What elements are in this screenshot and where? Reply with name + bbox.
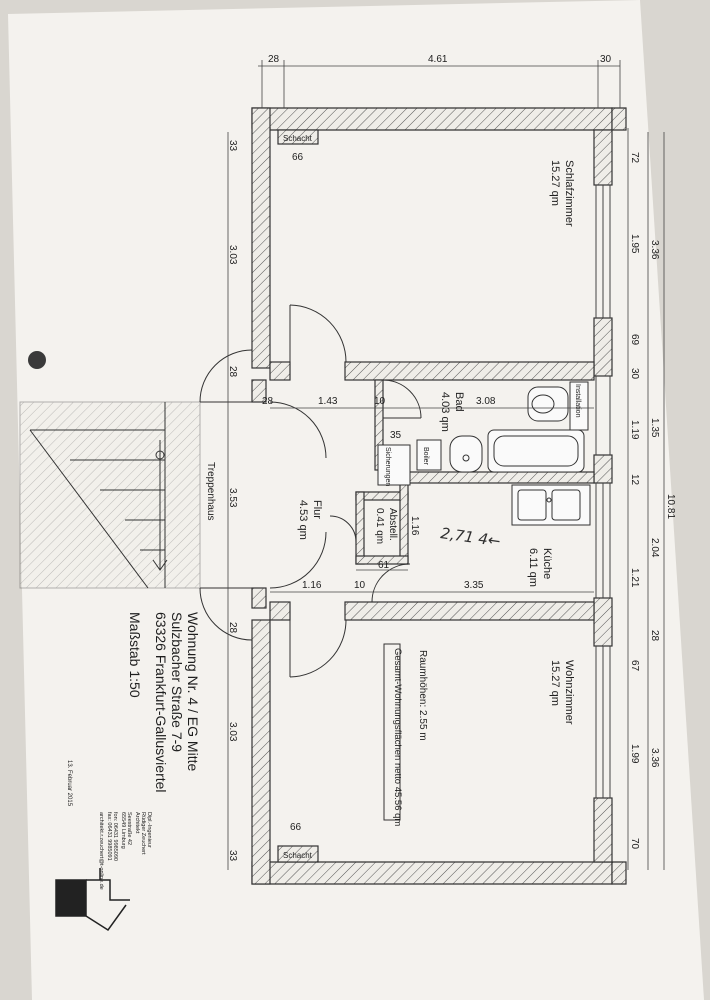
dim-left-28a: 28 — [227, 366, 238, 378]
room-schlafzimmer-area: 15.27 qm — [549, 160, 561, 206]
total-area-box — [383, 643, 401, 821]
room-wohnzimmer-area: 15.27 qm — [549, 660, 561, 706]
architect-line: Dipl.-Ingenieur — [146, 812, 152, 848]
room-abstell-name: Abstell. — [387, 508, 398, 541]
dim-116h: 1.16 — [302, 580, 322, 591]
dim-m-121: 1.21 — [629, 568, 640, 588]
architect-line: architekt.r.zeuchert@t-online.de — [98, 812, 104, 890]
architect-line: Seestraße 42 — [126, 812, 132, 845]
room-height-text: Raumhöhen: 2.55 m — [417, 650, 428, 741]
dim-r-30: 30 — [629, 368, 640, 380]
architect-line: Architekt — [134, 812, 140, 834]
architect-stamp: Dipl.-Ingenieur Rüdiger Zeuchert Archite… — [98, 812, 152, 890]
walls — [251, 107, 627, 885]
dim-left-303b: 3.03 — [227, 722, 238, 742]
room-schlafzimmer-name: Schlafzimmer — [563, 160, 575, 227]
room-bad-name: Bad — [453, 392, 465, 412]
architect-line: fon: 06431 9985090 — [112, 812, 118, 861]
dim-66a: 66 — [292, 152, 304, 163]
dim-r-72: 72 — [629, 152, 640, 164]
right-inner-dimensions: 72 1.95 69 30 1.19 12 2.04 28 67 1.99 70 — [629, 152, 660, 850]
dim-61: 61 — [378, 560, 390, 571]
doors — [199, 304, 422, 678]
left-dimensions: 33 3.03 28 3.53 28 3.03 33 — [227, 140, 238, 862]
schacht-top-label: Schacht — [283, 134, 313, 143]
title-line-2: Sulzbacher Straße 7-9 — [169, 612, 185, 752]
dim-m-336b: 3.36 — [649, 748, 660, 768]
architect-line: 65549 Limburg — [120, 812, 126, 849]
dim-r-195: 1.95 — [629, 234, 640, 254]
dim-r-28: 28 — [649, 630, 660, 642]
dim-total-1081: 10.81 — [665, 494, 676, 519]
total-area-text: Gesamt-Wohnungsflächen netto 45.56 qm — [392, 648, 403, 826]
punch-hole — [28, 351, 46, 369]
dim-m-336a: 3.36 — [649, 240, 660, 260]
dim-r-12: 12 — [629, 474, 640, 486]
right-mid-dimensions: 3.36 1.35 1.21 3.36 10.81 — [629, 240, 676, 768]
room-labels: Schlafzimmer 15.27 qm Bad 4.03 qm Küche … — [205, 160, 575, 725]
dim-top-30: 30 — [600, 54, 612, 65]
dim-66b: 66 — [290, 822, 302, 833]
room-flur-area: 4.53 qm — [297, 500, 309, 540]
dim-r-199: 1.99 — [629, 744, 640, 764]
schacht-bottom-label: Schacht — [283, 851, 313, 860]
room-treppenhaus-name: Treppenhaus — [205, 462, 216, 521]
windows — [595, 185, 611, 798]
architect-line: Rüdiger Zeuchert — [140, 812, 146, 855]
dim-r-69: 69 — [629, 334, 640, 346]
room-kueche-area: 6.11 qm — [527, 548, 539, 587]
title-block: Wohnung Nr. 4 / EG Mitte Sulzbacher Stra… — [66, 612, 201, 807]
dim-r-204: 2.04 — [649, 538, 660, 558]
dim-308: 3.08 — [476, 396, 496, 407]
architect-logo — [55, 868, 130, 932]
staircase — [19, 401, 201, 589]
dim-10b: 10 — [354, 580, 366, 591]
dim-left-28b: 28 — [227, 622, 238, 634]
dim-r-70: 70 — [629, 838, 640, 850]
room-wohnzimmer-name: Wohnzimmer — [563, 660, 575, 725]
room-flur-name: Flur — [311, 500, 323, 519]
installation-box — [569, 381, 589, 431]
architect-line: fax: 06431 9985091 — [106, 812, 112, 861]
dim-r-119: 1.19 — [629, 420, 640, 440]
dim-top-28: 28 — [268, 54, 280, 65]
fixture-labels: Schacht Schacht Installation Boiler Sich… — [283, 134, 581, 860]
dim-left-353: 3.53 — [227, 488, 238, 508]
dim-143: 1.43 — [318, 396, 338, 407]
title-line-3: 63326 Frankfurt-Gallusviertel — [153, 612, 169, 793]
dim-335: 3.35 — [464, 580, 484, 591]
room-kueche-name: Küche — [541, 548, 553, 579]
scale-label: Maßstab 1:50 — [127, 612, 143, 698]
interior-dimensions: 28 1.43 10 3.08 35 1.16 61 1.16 10 3.35 … — [262, 152, 496, 833]
installation-label: Installation — [574, 384, 581, 418]
dim-28-corr: 28 — [262, 396, 274, 407]
boiler-label: Boiler — [422, 447, 429, 466]
room-bad-area: 4.03 qm — [439, 392, 451, 432]
dim-left-33b: 33 — [227, 850, 238, 862]
date-label: 13. Februar 2015 — [66, 760, 72, 807]
dim-top-461: 4.61 — [428, 54, 448, 65]
bathroom-fixtures — [377, 381, 589, 486]
dim-116v: 1.16 — [409, 516, 420, 536]
dim-left-33: 33 — [227, 140, 238, 152]
room-abstell-area: 0.41 qm — [374, 508, 385, 544]
dim-m-135: 1.35 — [649, 418, 660, 438]
dim-left-303: 3.03 — [227, 245, 238, 265]
dim-35: 35 — [390, 430, 402, 441]
dim-10a: 10 — [374, 396, 386, 407]
sicherungen-label: Sicherungen — [384, 447, 391, 486]
title-line-1: Wohnung Nr. 4 / EG Mitte — [185, 612, 201, 771]
kitchen-fixtures — [511, 484, 591, 526]
dim-r-67: 67 — [629, 660, 640, 672]
dimension-lines — [227, 60, 665, 870]
